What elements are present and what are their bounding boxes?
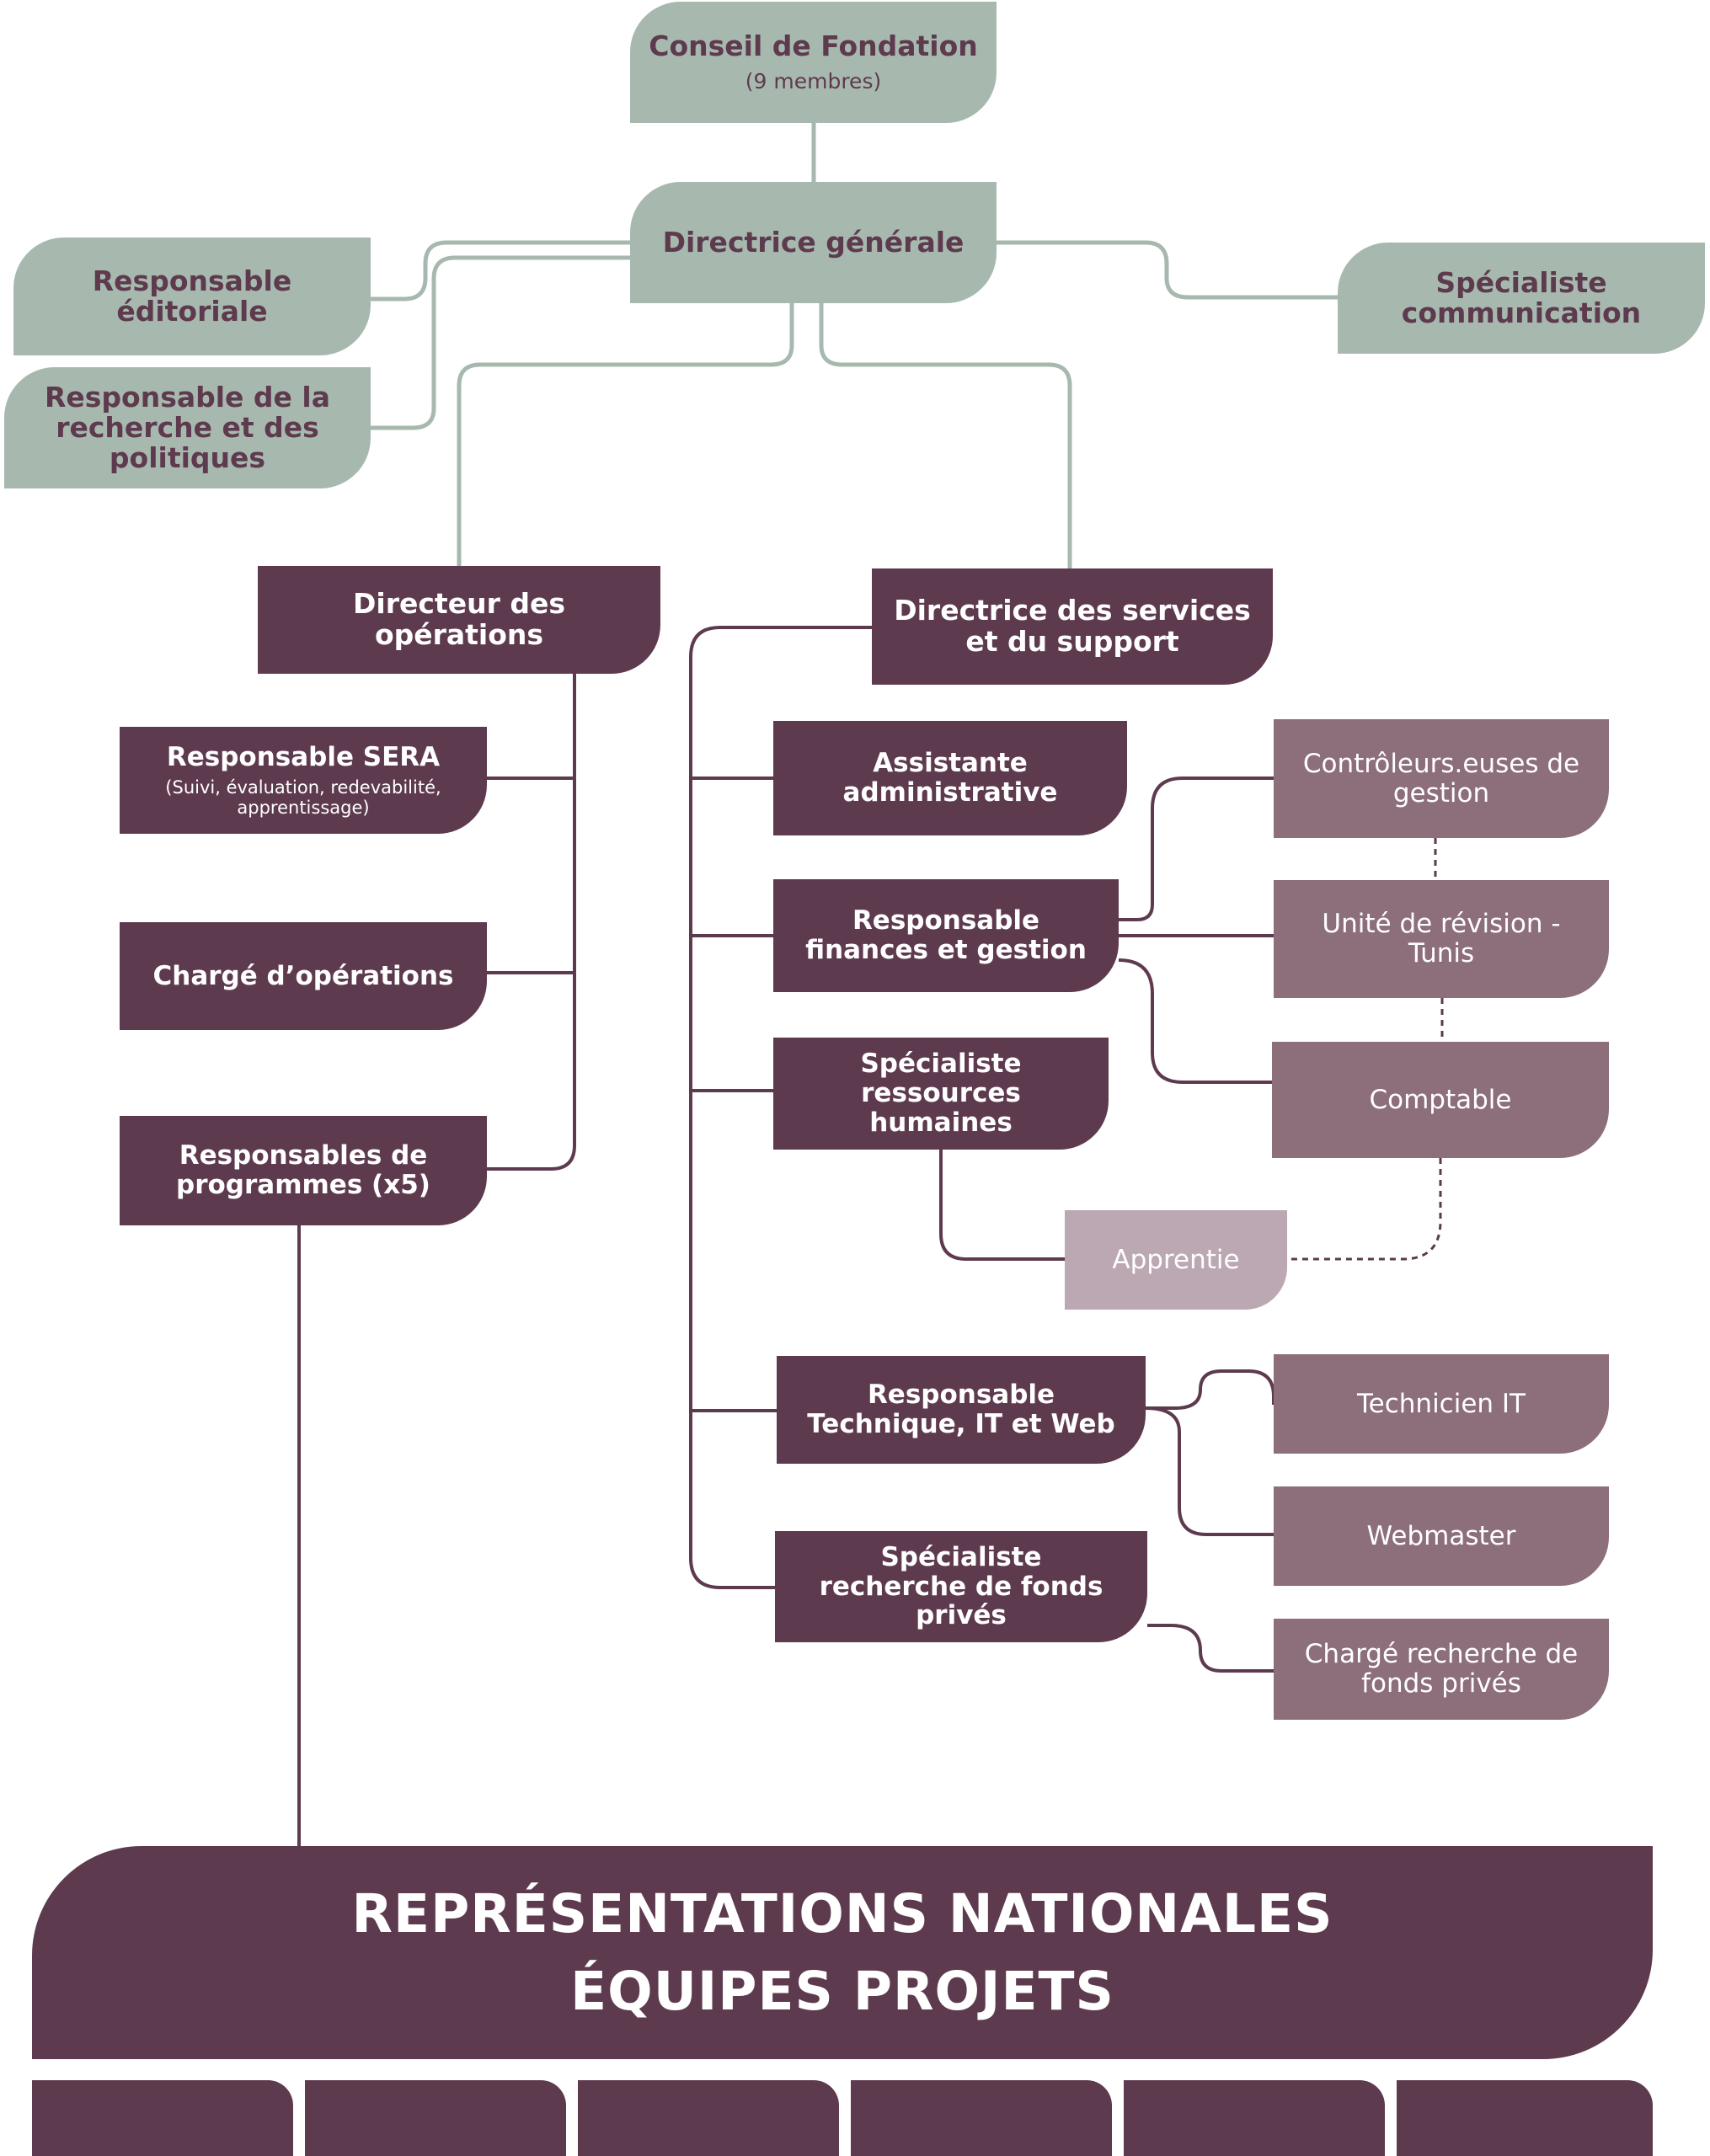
- node-resp-editoriale-line2: éditoriale: [116, 295, 268, 328]
- node-resp-editoriale: Responsable éditoriale: [13, 237, 371, 355]
- node-resp-technique: Responsable Technique, IT et Web: [777, 1356, 1146, 1464]
- node-assistante-admin: Assistante administrative: [773, 721, 1127, 835]
- line-dg-recherche: [371, 255, 630, 430]
- node-specialiste-rh-line2: humaines: [869, 1107, 1013, 1138]
- team-tab-1: [32, 2080, 293, 2156]
- node-conseil: Conseil de Fondation (9 membres): [630, 2, 997, 123]
- node-resp-recherche: Responsable de la recherche et des polit…: [4, 367, 371, 488]
- line-finances-comptable: [1118, 958, 1272, 1084]
- line-operations-trunk: [487, 674, 576, 1171]
- node-unite-revision-line1: Unité de révision -: [1322, 909, 1561, 940]
- node-specialiste-fonds-line1: Spécialiste: [880, 1541, 1042, 1572]
- team-tab-5: [1124, 2080, 1385, 2156]
- node-unite-revision-line2: Tunis: [1408, 938, 1475, 969]
- node-resp-technique-line2: Technique, IT et Web: [807, 1409, 1115, 1439]
- team-tab-6: [1397, 2080, 1653, 2156]
- node-charge-operations: Chargé d’opérations: [120, 922, 487, 1030]
- node-specialiste-fonds: Spécialiste recherche de fonds privés: [775, 1531, 1147, 1642]
- node-conseil-title: Conseil de Fondation: [649, 29, 978, 63]
- node-charge-fonds-line1: Chargé recherche de: [1304, 1639, 1579, 1670]
- node-controleurs: Contrôleurs.euses de gestion: [1274, 719, 1609, 838]
- line-dg-editoriale: [371, 240, 630, 302]
- line-dg-communication: [997, 240, 1338, 300]
- node-webmaster-title: Webmaster: [1366, 1520, 1516, 1551]
- line-rh-apprentie: [939, 1150, 1065, 1261]
- line-fonds-charge: [1147, 1624, 1274, 1673]
- node-directeur-operations: Directeur des opérations: [258, 566, 660, 674]
- node-resp-editoriale-line1: Responsable: [92, 264, 292, 297]
- node-resp-programmes-line1: Responsables de: [179, 1140, 428, 1171]
- node-comptable-title: Comptable: [1369, 1084, 1512, 1115]
- node-apprentie: Apprentie: [1065, 1210, 1287, 1310]
- node-directrice-generale-title: Directrice générale: [662, 225, 965, 259]
- node-resp-recherche-line1: Responsable de la: [44, 380, 330, 414]
- node-assistante-admin-line2: administrative: [842, 777, 1058, 808]
- node-specialiste-rh: Spécialiste ressources humaines: [773, 1038, 1109, 1150]
- team-tab-2: [305, 2080, 566, 2156]
- node-technicien-it: Technicien IT: [1274, 1354, 1609, 1454]
- line-technique-it: [1146, 1369, 1275, 1410]
- node-resp-technique-line1: Responsable: [867, 1380, 1055, 1411]
- line-dg-services: [819, 303, 1072, 568]
- node-resp-sera: Responsable SERA (Suivi, évaluation, red…: [120, 727, 487, 834]
- dashed-comptable-apprentie: [1287, 1158, 1442, 1261]
- line-technique-webmaster: [1145, 1406, 1274, 1536]
- node-apprentie-title: Apprentie: [1112, 1245, 1240, 1275]
- node-charge-fonds: Chargé recherche de fonds privés: [1274, 1619, 1609, 1720]
- node-directrice-services-line2: et du support: [965, 625, 1179, 658]
- node-conseil-subtitle: (9 membres): [745, 69, 882, 94]
- node-resp-sera-title: Responsable SERA: [166, 742, 441, 772]
- node-resp-recherche-line3: politiques: [109, 441, 266, 475]
- node-unite-revision: Unité de révision - Tunis: [1274, 880, 1609, 998]
- node-controleurs-line1: Contrôleurs.euses de: [1302, 748, 1580, 779]
- node-webmaster: Webmaster: [1274, 1486, 1609, 1586]
- line-finances-controleurs: [1119, 776, 1274, 921]
- node-representations: REPRÉSENTATIONS NATIONALES ÉQUIPES PROJE…: [32, 1846, 1653, 2059]
- node-representations-line1: REPRÉSENTATIONS NATIONALES: [351, 1883, 1333, 1945]
- node-comptable: Comptable: [1272, 1042, 1609, 1158]
- node-resp-finances-line2: finances et gestion: [805, 935, 1087, 965]
- node-technicien-it-title: Technicien IT: [1356, 1388, 1526, 1419]
- node-representations-line2: ÉQUIPES PROJETS: [570, 1960, 1114, 2022]
- node-resp-sera-sub1: (Suivi, évaluation, redevabilité,: [165, 776, 441, 798]
- line-services-trunk: [689, 626, 872, 1589]
- node-resp-programmes: Responsables de programmes (x5): [120, 1116, 487, 1225]
- node-resp-recherche-line2: recherche et des: [56, 410, 319, 444]
- team-tab-3: [578, 2080, 839, 2156]
- node-resp-finances-line1: Responsable: [852, 905, 1040, 937]
- node-specialiste-fonds-line2: recherche de fonds: [819, 1571, 1103, 1602]
- node-charge-fonds-line2: fonds privés: [1361, 1668, 1521, 1699]
- node-directeur-operations-title: Directeur des opérations: [353, 587, 565, 651]
- node-resp-finances: Responsable finances et gestion: [773, 879, 1119, 992]
- node-assistante-admin-line1: Assistante: [873, 748, 1028, 779]
- node-charge-operations-title: Chargé d’opérations: [152, 960, 454, 991]
- node-controleurs-line2: gestion: [1392, 777, 1490, 808]
- node-resp-programmes-line2: programmes (x5): [176, 1170, 430, 1200]
- node-specialiste-communication-line1: Spécialiste: [1435, 265, 1607, 299]
- node-directrice-generale: Directrice générale: [630, 182, 997, 303]
- team-tab-4: [851, 2080, 1112, 2156]
- node-directrice-services-line1: Directrice des services: [894, 594, 1251, 627]
- node-specialiste-communication: Spécialiste communication: [1338, 243, 1705, 354]
- node-specialiste-fonds-line3: privés: [916, 1600, 1007, 1631]
- node-specialiste-communication-line2: communication: [1401, 296, 1642, 329]
- node-directrice-services: Directrice des services et du support: [872, 568, 1273, 685]
- line-dg-operations: [457, 303, 794, 566]
- node-specialiste-rh-line1: Spécialiste ressources: [860, 1049, 1022, 1109]
- node-resp-sera-sub2: apprentissage): [237, 797, 370, 818]
